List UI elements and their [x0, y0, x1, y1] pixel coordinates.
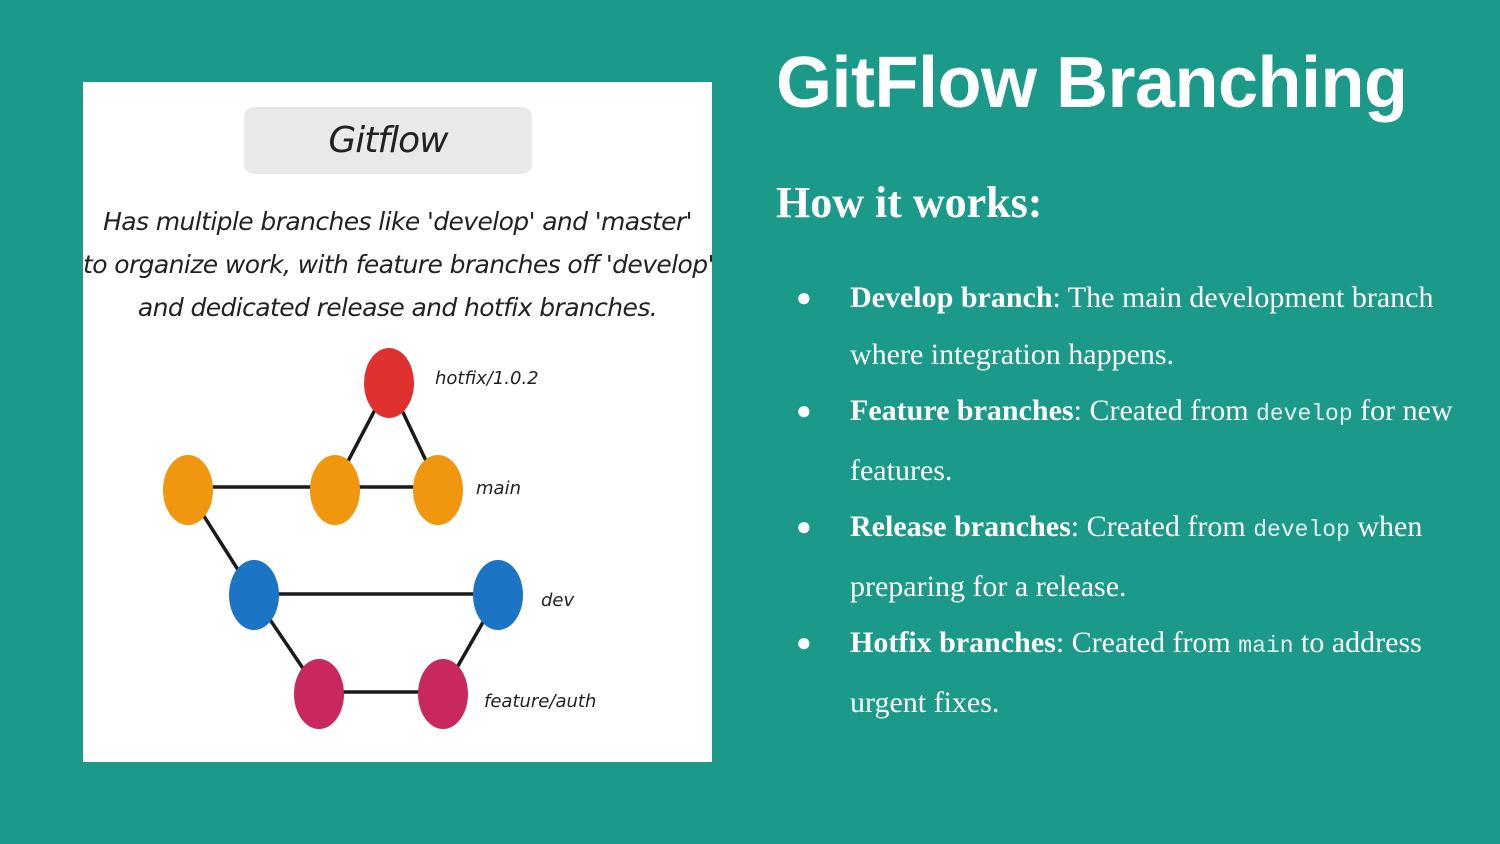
- bullet-text: Created from: [1089, 394, 1257, 427]
- graph-nodes: [163, 348, 523, 729]
- slide-subtitle: How it works:: [776, 178, 1043, 227]
- bullet-item: ● Feature branches: Created from develop…: [790, 383, 1480, 499]
- bullet-separator: :: [1052, 281, 1068, 314]
- node-main: [413, 455, 463, 525]
- bullet-text: to address urgent fixes.: [850, 626, 1422, 719]
- label-main: main: [476, 478, 521, 499]
- bullet-code: develop: [1256, 401, 1353, 427]
- gitflow-graph: hotfix/1.0.2 main dev feature/auth: [163, 348, 596, 729]
- bullet-term: Feature branches: [850, 394, 1074, 427]
- node-feature: [418, 659, 468, 729]
- bullet-term: Develop branch: [850, 281, 1053, 314]
- bullet-dot-icon: ●: [796, 628, 812, 657]
- bullet-text: Created from: [1086, 510, 1254, 543]
- bullet-term: Release branches: [850, 510, 1071, 543]
- figure-caption-line: Has multiple branches like 'develop' and…: [103, 207, 692, 236]
- bullet-code: develop: [1253, 517, 1350, 543]
- bullet-item: ● Release branches: Created from develop…: [790, 499, 1480, 615]
- node-main: [163, 455, 213, 525]
- node-dev: [473, 560, 523, 630]
- bullet-text: for new features.: [850, 394, 1453, 487]
- node-dev: [229, 560, 279, 630]
- figure-caption: Has multiple branches like 'develop' and…: [83, 200, 712, 329]
- bullet-separator: :: [1055, 626, 1072, 659]
- label-hotfix: hotfix/1.0.2: [435, 368, 539, 389]
- bullet-dot-icon: ●: [796, 283, 812, 312]
- bullet-text: The main development branch where integr…: [850, 281, 1434, 371]
- bullet-dot-icon: ●: [796, 512, 812, 541]
- bullet-term: Hotfix branches: [850, 626, 1056, 659]
- bullet-dot-icon: ●: [796, 396, 812, 425]
- figure-caption-line: and dedicated release and hotfix branche…: [137, 293, 658, 322]
- node-feature: [294, 659, 344, 729]
- bullet-text: when preparing for a release.: [850, 510, 1423, 603]
- bullet-separator: :: [1070, 510, 1087, 543]
- figure-title: Gitflow: [328, 120, 448, 161]
- bullet-code: main: [1238, 633, 1294, 659]
- gitflow-illustration: Gitflow Has multiple branches like 'deve…: [83, 82, 712, 762]
- bullet-separator: :: [1073, 394, 1090, 427]
- bullet-item: ● Develop branch: The main development b…: [790, 270, 1480, 383]
- slide-title: GitFlow Branching: [776, 43, 1408, 123]
- figure-title-box: Gitflow: [244, 107, 532, 174]
- bullet-text: Created from: [1071, 626, 1239, 659]
- label-feature: feature/auth: [484, 691, 596, 712]
- node-main: [310, 455, 360, 525]
- graph-edges: [186, 382, 500, 694]
- figure-caption-line: to organize work, with feature branches …: [83, 250, 712, 279]
- bullet-item: ● Hotfix branches: Created from main to …: [790, 615, 1480, 731]
- bullet-list: ● Develop branch: The main development b…: [790, 270, 1480, 731]
- node-hotfix: [364, 348, 414, 418]
- label-dev: dev: [541, 590, 575, 611]
